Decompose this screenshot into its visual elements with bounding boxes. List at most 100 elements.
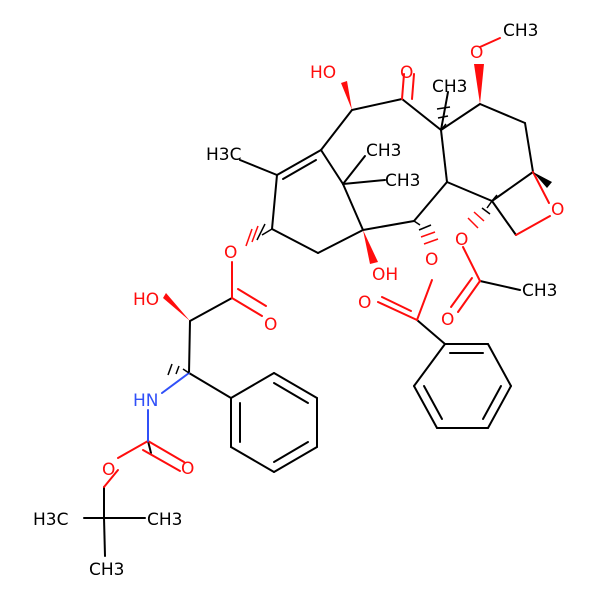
bond (482, 385, 502, 420)
bond (532, 171, 550, 204)
bond (276, 149, 322, 176)
hash-bond (436, 106, 451, 110)
bond (273, 441, 309, 463)
carbamate-carbonyl-oxygen-label: O (181, 459, 194, 479)
bond (320, 149, 344, 185)
benzoyl-carbonyl-oxygen-label: O (358, 293, 371, 313)
bond (282, 159, 317, 180)
c1-hydroxyl-label: OH (372, 265, 398, 285)
hash-bond (486, 200, 493, 209)
hash-bond (167, 363, 173, 376)
wedge-bond (163, 293, 190, 321)
bond (416, 319, 446, 345)
bond (230, 372, 275, 399)
hash-bonds (167, 106, 498, 376)
bond (317, 229, 364, 254)
amine-nitrogen-label: HN (133, 391, 159, 411)
wedge-bond (363, 230, 378, 264)
carbon-bonds (83, 91, 534, 557)
bond (161, 372, 190, 394)
bond (401, 73, 405, 100)
bond (450, 277, 473, 308)
bond (487, 343, 512, 387)
wedge-bond (474, 64, 484, 104)
methoxy-methyl-label: CH3 (503, 21, 538, 41)
bond (103, 469, 119, 488)
acetyl-carbonyl-oxygen-label: O (441, 310, 454, 330)
bond (491, 200, 517, 236)
bond (440, 129, 448, 183)
bond (271, 228, 319, 254)
side-hydroxyl-label: HO (133, 290, 159, 310)
hash-bond (440, 123, 447, 131)
bond (273, 382, 309, 404)
benzoate-oxygen-label: O (425, 250, 438, 270)
hash-bond (245, 228, 253, 247)
bond (103, 517, 106, 557)
bond (237, 288, 267, 307)
oxetane-oxygen-label: O (551, 200, 564, 220)
bond (377, 301, 418, 321)
hetero-bonds (103, 37, 551, 488)
bond (381, 296, 412, 312)
bond (479, 280, 521, 291)
bond (401, 98, 442, 131)
bond (491, 171, 534, 202)
hash-bond (423, 238, 439, 245)
c8-methyl-label: CH3 (432, 77, 467, 97)
bond (411, 73, 415, 100)
bond (487, 385, 512, 429)
hash-bond (491, 194, 498, 202)
bond (188, 320, 191, 374)
wedge-bond (341, 81, 352, 110)
atom-labels: HO O O CH3 CH3 H3C CH3 CH3 O O OH O O HO… (33, 21, 564, 580)
carbamate-oxygen-label: O (102, 460, 115, 480)
bond (230, 446, 275, 473)
bond (446, 181, 493, 202)
gem-methyl-2-label: CH3 (385, 171, 420, 191)
side-carbonyl-oxygen-label: O (264, 315, 277, 335)
bond (273, 372, 318, 399)
bond (479, 37, 501, 48)
tbu-methyl-bottom-label: CH3 (89, 560, 124, 580)
gem-methyl-1-label: CH3 (366, 141, 401, 161)
bond (515, 215, 551, 236)
ester-oxygen-label: O (224, 243, 237, 263)
bond (231, 297, 263, 317)
bond (147, 440, 185, 463)
tbu-methyl-right-label: CH3 (147, 510, 182, 530)
bond (189, 297, 233, 322)
ketone-oxygen-label: O (400, 63, 413, 83)
bond (142, 449, 181, 472)
hydroxyl-label: HO (310, 63, 336, 83)
bond (479, 103, 526, 124)
c18-methyl-label: H3C (206, 145, 241, 165)
hash-bond (182, 368, 190, 374)
bond (362, 220, 415, 231)
bond (273, 446, 318, 473)
wedge-bond (533, 172, 552, 188)
hash-bond (467, 217, 479, 229)
bond (416, 279, 433, 321)
bond (351, 98, 403, 111)
bond (462, 246, 481, 282)
bond (524, 122, 534, 173)
bond (440, 103, 481, 131)
bond (423, 385, 443, 420)
bond (342, 179, 386, 185)
bond (239, 159, 278, 176)
bond (320, 109, 353, 151)
hash-bond (420, 231, 436, 238)
hash-bond (175, 365, 180, 375)
hash-bond (473, 211, 485, 222)
hash-bond (437, 115, 449, 119)
bond (117, 440, 149, 459)
wedge-bonds (163, 64, 552, 321)
bond (440, 91, 449, 131)
bond (413, 385, 438, 429)
bond (271, 174, 278, 230)
tbu-methyl-left-label: H3C (33, 510, 68, 530)
bond (342, 155, 366, 185)
hash-bond (251, 225, 259, 243)
